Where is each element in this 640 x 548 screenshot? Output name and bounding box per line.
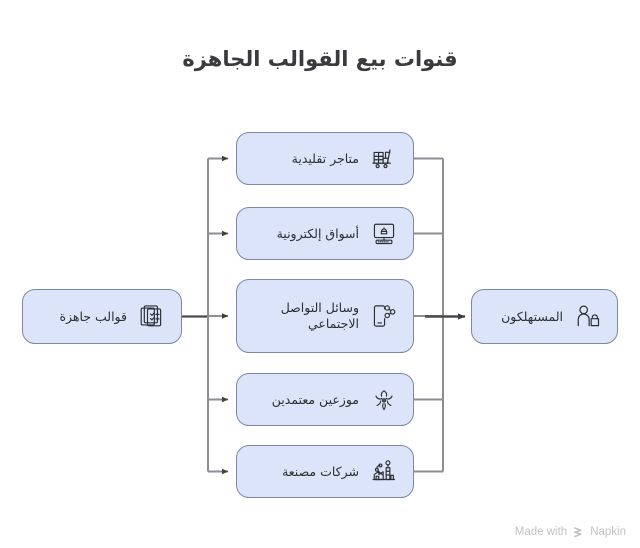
node-channel-label: متاجر تقليدية [291, 150, 359, 166]
node-channel-label: وسائل التواصل الاجتماعي [280, 300, 359, 331]
person-shopping-bag-icon [573, 302, 603, 332]
node-channel-authorized-distributors[interactable]: موزعين معتمدين [236, 373, 414, 426]
right-merge-connectors [414, 157, 466, 473]
mobile-share-icon [369, 301, 399, 331]
node-target-consumers[interactable]: المستهلكون [471, 289, 618, 344]
napkin-chevrons-icon [572, 525, 585, 538]
node-target-label: المستهلكون [501, 308, 563, 324]
node-channel-social-media[interactable]: وسائل التواصل الاجتماعي [236, 279, 414, 353]
node-channel-online-marketplaces[interactable]: أسواق إلكترونية [236, 207, 414, 260]
shopping-cart-icon [369, 144, 399, 174]
page-title: قنوات بيع القوالب الجاهزة [182, 47, 458, 71]
node-channel-label: شركات مصنعة [282, 463, 359, 479]
node-channel-manufacturing-companies[interactable]: شركات مصنعة [236, 445, 414, 498]
node-source-label: قوالب جاهزة [59, 308, 127, 324]
factory-icon [369, 457, 399, 487]
left-fanout-connectors [182, 155, 229, 475]
node-channel-label: أسواق إلكترونية [276, 225, 359, 241]
node-source-templates[interactable]: قوالب جاهزة [22, 289, 182, 344]
stacked-documents-icon [137, 302, 167, 332]
desktop-computer-icon [369, 219, 399, 249]
node-channel-label: موزعين معتمدين [271, 391, 359, 407]
node-channel-traditional-stores[interactable]: متاجر تقليدية [236, 132, 414, 185]
watermark-prefix: Made with [514, 525, 568, 538]
distribution-network-icon [369, 385, 399, 415]
napkin-watermark: Made with Napkin [515, 525, 626, 538]
watermark-brand: Napkin [590, 525, 626, 538]
